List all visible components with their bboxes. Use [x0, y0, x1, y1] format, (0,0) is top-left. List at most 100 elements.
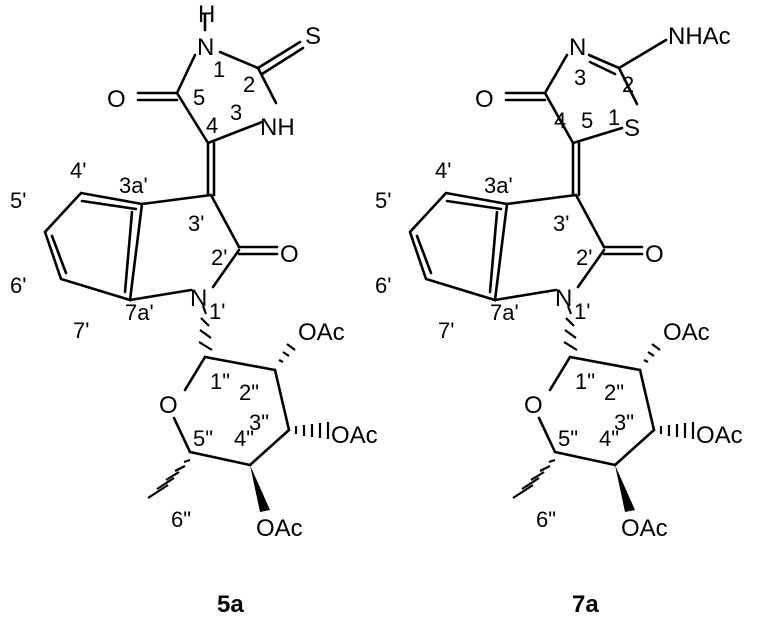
num-2pp: 2"	[239, 380, 259, 405]
hash-n1p-2	[565, 317, 575, 327]
num-5: 5	[581, 108, 593, 133]
benzene-ring	[43, 191, 144, 302]
benzene-inner-2	[415, 234, 433, 275]
num-5pp: 5"	[193, 426, 213, 451]
wedge-4pp	[250, 465, 270, 512]
caption-5a: 5a	[217, 591, 244, 618]
num-5p: 5'	[375, 188, 391, 213]
num-5: 5	[193, 85, 205, 110]
atom-n-1p: N	[190, 285, 207, 312]
bond-c2-s-double	[260, 46, 305, 76]
molecule-7a: N NHAc O S O N OAc O OAc OAc 3 2 4 1 5 4…	[375, 23, 743, 618]
sugar-ring-7a	[512, 305, 695, 512]
atom-oac-2pp: OAc	[663, 319, 710, 346]
num-4: 4	[206, 113, 218, 138]
indole-core-7a	[408, 191, 644, 302]
bond-n3-c2	[587, 53, 621, 70]
atom-o-c5: O	[107, 86, 126, 113]
hash-5pp-2	[539, 465, 551, 472]
hash-5pp-2	[174, 465, 186, 472]
wedge-4pp	[615, 465, 635, 512]
num-2p: 2'	[211, 245, 227, 270]
bond-c3p-c3ap	[505, 193, 578, 206]
hash-n1p-1	[566, 305, 573, 315]
molecule-5a: H N S O NH O N OAc O OAc OAc 1 2 3 4 5 4…	[10, 1, 378, 618]
atom-s-thione: S	[305, 23, 321, 50]
num-3pp: 3"	[249, 410, 269, 435]
benzene-inner-3	[123, 210, 134, 294]
atom-oac-4pp: OAc	[621, 515, 668, 542]
num-7ap: 7a'	[490, 300, 519, 325]
atom-o-2p: O	[280, 241, 299, 268]
num-1: 1	[213, 57, 225, 82]
atom-oac-3pp: OAc	[331, 422, 378, 449]
num-4p: 4'	[70, 158, 86, 183]
hash-n1p-4	[563, 341, 578, 351]
benzene-inner-1	[445, 199, 503, 211]
num-3: 3	[230, 100, 242, 125]
num-2p: 2'	[576, 245, 592, 270]
num-7p: 7'	[438, 318, 454, 343]
bond-c2pp-c3pp	[638, 368, 656, 432]
bond-c2pp-c3pp	[273, 368, 291, 432]
bond-n3-c4	[543, 53, 569, 95]
num-1: 1	[608, 105, 620, 130]
num-4pp: 4"	[234, 426, 254, 451]
sugar-ring	[147, 305, 330, 512]
num-2pp: 2"	[604, 380, 624, 405]
bond-c5pp-o	[172, 416, 192, 454]
bond-c2p-n1p	[576, 248, 606, 289]
bond-n1p-c7ap	[493, 288, 558, 302]
num-7ap: 7a'	[125, 300, 154, 325]
bond-n1p-c7ap	[128, 288, 193, 302]
hash-n1p-2	[200, 317, 210, 327]
num-1p: 1'	[574, 299, 590, 324]
hash-5pp-1	[183, 458, 191, 464]
atom-nhac: NHAc	[668, 23, 731, 50]
bond-c3p-c2p	[209, 193, 241, 249]
hash-2pp-1	[643, 359, 649, 363]
bond-c2-n3	[256, 66, 278, 105]
num-4: 4	[554, 108, 566, 133]
num-3: 3	[574, 65, 586, 90]
benzene-inner-1	[80, 199, 138, 211]
bond-c1pp-o	[548, 355, 572, 392]
num-1p: 1'	[209, 299, 225, 324]
num-6p: 6'	[375, 273, 391, 298]
num-3p: 3'	[553, 211, 569, 236]
atom-oac-3pp: OAc	[696, 422, 743, 449]
num-2: 2	[243, 72, 255, 97]
num-7p: 7'	[73, 318, 89, 343]
bond-c3p-c2p	[574, 193, 606, 249]
thiohydantoin-ring	[136, 12, 305, 197]
bond-c3pp-c4pp	[248, 428, 291, 467]
bond-c2-s1	[617, 66, 639, 106]
atom-n-1p: N	[555, 285, 572, 312]
bond-c4pp-c5pp	[188, 450, 252, 467]
atom-oac-4pp: OAc	[256, 515, 303, 542]
atom-h: H	[198, 1, 215, 28]
bond-c3p-c3ap	[140, 193, 213, 206]
bond-c4pp-c5pp	[553, 450, 617, 467]
num-4pp: 4"	[599, 426, 619, 451]
hash-n1p-3	[199, 329, 212, 339]
num-3ap: 3a'	[484, 173, 513, 198]
num-6pp: 6"	[536, 507, 556, 532]
bond-c1pp-o	[183, 355, 207, 392]
bond-n1-c2	[218, 50, 260, 70]
hash-2pp-3	[651, 343, 661, 351]
num-6p: 6'	[10, 273, 26, 298]
hash-5pp-3	[530, 471, 545, 481]
bond-c2-s	[256, 40, 302, 70]
bond-c4-c5	[543, 91, 575, 145]
bond-c3pp-c4pp	[613, 428, 656, 467]
atom-s1: S	[624, 115, 640, 142]
hash-5pp-5	[147, 484, 169, 499]
num-5p: 5'	[10, 188, 26, 213]
hash-5pp-4	[156, 477, 175, 490]
atom-o-c4: O	[475, 86, 494, 113]
bond-c5-c4	[175, 91, 210, 145]
caption-7a: 7a	[572, 591, 599, 618]
bond-c2-nhac	[617, 38, 668, 70]
benzene-ring-7a	[408, 191, 509, 302]
